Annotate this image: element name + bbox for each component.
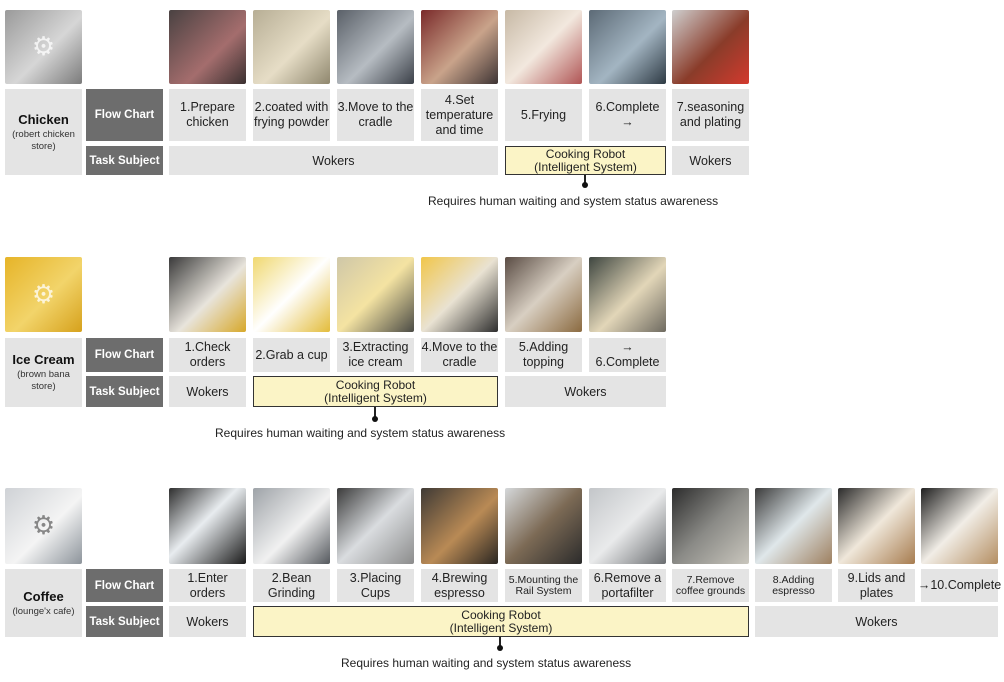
coffee-step-2: 2.Bean Grinding: [253, 569, 330, 602]
icecream-step5-photo: [505, 257, 582, 332]
icecream-flow-chart-label: Flow Chart: [86, 338, 163, 372]
coffee-step6-photo: [589, 488, 666, 564]
icecream-step-3: 3.Extracting ice cream: [337, 338, 414, 372]
icecream-connector-dot: [372, 416, 378, 422]
chicken-step-6: 6.Complete →: [589, 89, 666, 141]
chicken-robot-photo: ⚙: [5, 10, 82, 84]
robot-title: Cooking Robot: [335, 377, 416, 392]
coffee-step-7: 7.Remove coffee grounds: [672, 569, 749, 602]
chicken-robot-box: Cooking Robot (Intelligent System): [505, 146, 666, 175]
chicken-step-7: 7.seasoning and plating: [672, 89, 749, 141]
coffee-step2-photo: [253, 488, 330, 564]
chicken-name: Chicken: [18, 111, 69, 127]
icecream-step1-photo: [169, 257, 246, 332]
coffee-flow-chart-label: Flow Chart: [86, 569, 163, 602]
chicken-connector-dot: [582, 182, 588, 188]
chicken-step7-photo: [672, 10, 749, 84]
icecream-step3-photo: [337, 257, 414, 332]
coffee-workers-cell-2: Wokers: [755, 606, 998, 637]
icecream-robot-box: Cooking Robot (Intelligent System): [253, 376, 498, 407]
robot-title: Cooking Robot: [461, 607, 541, 622]
chicken-step3-photo: [337, 10, 414, 84]
icecream-step-5: 5.Adding topping: [505, 338, 582, 372]
icecream-step2-photo: [253, 257, 330, 332]
icecream-step4-photo: [421, 257, 498, 332]
coffee-task-subject-label: Task Subject: [86, 606, 163, 637]
coffee-step9-photo: [838, 488, 915, 564]
chicken-connector: [584, 175, 586, 184]
coffee-step8-photo: [755, 488, 832, 564]
icecream-step6-photo: [589, 257, 666, 332]
robot-subtitle: (Intelligent System): [324, 390, 427, 405]
coffee-step3-photo: [337, 488, 414, 564]
chicken-step-1: 1.Prepare chicken: [169, 89, 246, 141]
coffee-name: Coffee: [23, 588, 64, 604]
icecream-note: Requires human waiting and system status…: [215, 426, 506, 440]
icecream-step-2: 2.Grab a cup: [253, 338, 330, 372]
coffee-step10-photo: [921, 488, 998, 564]
chicken-category-cell: Chicken (robert chicken store): [5, 89, 82, 175]
icecream-category-cell: Ice Cream (brown bana store): [5, 338, 82, 407]
icecream-workers-cell-1: Wokers: [169, 376, 246, 407]
coffee-note: Requires human waiting and system status…: [341, 656, 632, 670]
chicken-step1-photo: [169, 10, 246, 84]
coffee-place: (lounge'x cafe): [12, 605, 75, 617]
coffee-step-9: 9.Lids and plates: [838, 569, 915, 602]
icecream-task-subject-label: Task Subject: [86, 376, 163, 407]
coffee-step1-photo: [169, 488, 246, 564]
chicken-step-4: 4.Set temperature and time: [421, 89, 498, 141]
icecream-step-4: 4.Move to the cradle: [421, 338, 498, 372]
icecream-workers-cell-2: Wokers: [505, 376, 666, 407]
chicken-step-5: 5.Frying: [505, 89, 582, 141]
coffee-step-4: 4.Brewing espresso: [421, 569, 498, 602]
coffee-step5-photo: [505, 488, 582, 564]
icecream-connector: [374, 407, 376, 418]
icecream-step-1: 1.Check orders: [169, 338, 246, 372]
coffee-step-3: 3.Placing Cups: [337, 569, 414, 602]
coffee-step-10: →10.Complete: [918, 569, 1001, 602]
icecream-name: Ice Cream: [12, 352, 75, 367]
coffee-robot-box: Cooking Robot (Intelligent System): [253, 606, 749, 637]
chicken-step-3: 3.Move to the cradle: [337, 89, 414, 141]
coffee-workers-cell-1: Wokers: [169, 606, 246, 637]
coffee-connector: [499, 637, 501, 647]
coffee-robot-photo: ⚙: [5, 488, 82, 564]
coffee-step7-photo: [672, 488, 749, 564]
coffee-step4-photo: [421, 488, 498, 564]
chicken-step-2: 2.coated with frying powder: [253, 89, 330, 141]
chicken-workers-cell-1: Wokers: [169, 146, 498, 175]
robot-subtitle: (Intelligent System): [534, 159, 637, 174]
coffee-category-cell: Coffee (lounge'x cafe): [5, 569, 82, 637]
icecream-step-6: → 6.Complete: [589, 338, 666, 372]
chicken-note: Requires human waiting and system status…: [428, 194, 719, 208]
chicken-step4-photo: [421, 10, 498, 84]
icecream-place: (brown bana store): [17, 369, 70, 392]
robot-subtitle: (Intelligent System): [449, 620, 553, 635]
chicken-step5-photo: [505, 10, 582, 84]
icecream-robot-photo: ⚙: [5, 257, 82, 332]
chicken-flow-chart-label: Flow Chart: [86, 89, 163, 141]
coffee-step-8: 8.Adding espresso: [755, 569, 832, 602]
chicken-place: (robert chicken store): [12, 128, 75, 152]
coffee-connector-dot: [497, 645, 503, 651]
robot-title: Cooking Robot: [545, 146, 626, 161]
coffee-step-1: 1.Enter orders: [169, 569, 246, 602]
coffee-step-5: 5.Mounting the Rail System: [505, 569, 582, 602]
chicken-workers-cell-2: Wokers: [672, 146, 749, 175]
chicken-task-subject-label: Task Subject: [86, 146, 163, 175]
chicken-step2-photo: [253, 10, 330, 84]
chicken-step6-photo: [589, 10, 666, 84]
coffee-step-6: 6.Remove a portafilter: [589, 569, 666, 602]
